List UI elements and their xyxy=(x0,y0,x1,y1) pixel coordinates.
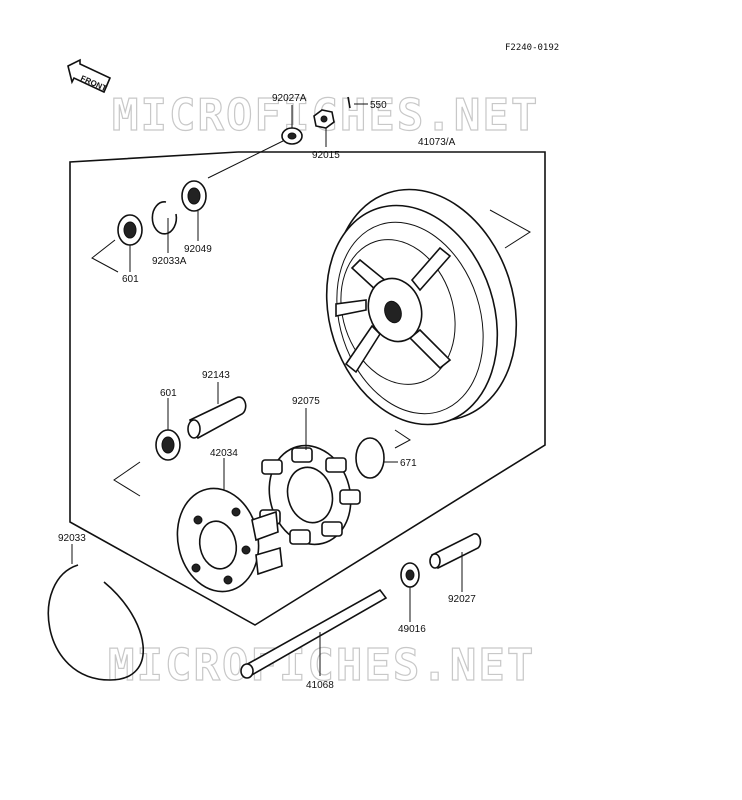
damper-92075 xyxy=(259,444,361,546)
label-601-top: 601 xyxy=(122,274,139,285)
label-92033: 92033 xyxy=(58,533,86,544)
nut-92015 xyxy=(313,109,335,129)
circlip-92033 xyxy=(47,564,144,681)
o-ring-671 xyxy=(355,437,385,479)
label-92027: 92027 xyxy=(448,594,476,605)
label-550: 550 xyxy=(370,100,387,111)
axle-41068 xyxy=(240,588,388,679)
sleeve-92143 xyxy=(187,396,247,440)
bearing-601-mid xyxy=(155,429,181,461)
bearing-601-top xyxy=(117,214,143,246)
leader-lines xyxy=(71,103,463,676)
figure-code: F2240-0192 xyxy=(505,43,559,53)
washer-49016 xyxy=(400,562,420,588)
label-671: 671 xyxy=(400,458,417,469)
circlip-92033a xyxy=(151,201,178,235)
front-arrow-icon: FRONT xyxy=(67,58,112,93)
label-92015: 92015 xyxy=(312,150,340,161)
cotter-pin-550 xyxy=(347,96,351,109)
label-92027a: 92027A xyxy=(272,93,307,104)
wheel-rim xyxy=(325,188,518,426)
label-49016: 49016 xyxy=(398,624,426,635)
label-601-mid: 601 xyxy=(160,388,177,399)
coupling-42034 xyxy=(176,487,283,593)
assembly-outline xyxy=(69,151,546,626)
label-92075: 92075 xyxy=(292,396,320,407)
label-41068: 41068 xyxy=(306,680,334,691)
seal-92049 xyxy=(181,180,207,212)
collar-92027 xyxy=(429,532,482,570)
collar-92027a xyxy=(281,127,303,145)
label-42034: 42034 xyxy=(210,448,238,459)
label-92049: 92049 xyxy=(184,244,212,255)
label-92033a: 92033A xyxy=(152,256,187,267)
label-41073a: 41073/A xyxy=(418,137,456,148)
watermark-bottom: MICROFICHES.NET xyxy=(108,640,535,691)
axis-guides xyxy=(91,139,531,497)
label-92143: 92143 xyxy=(202,370,230,381)
